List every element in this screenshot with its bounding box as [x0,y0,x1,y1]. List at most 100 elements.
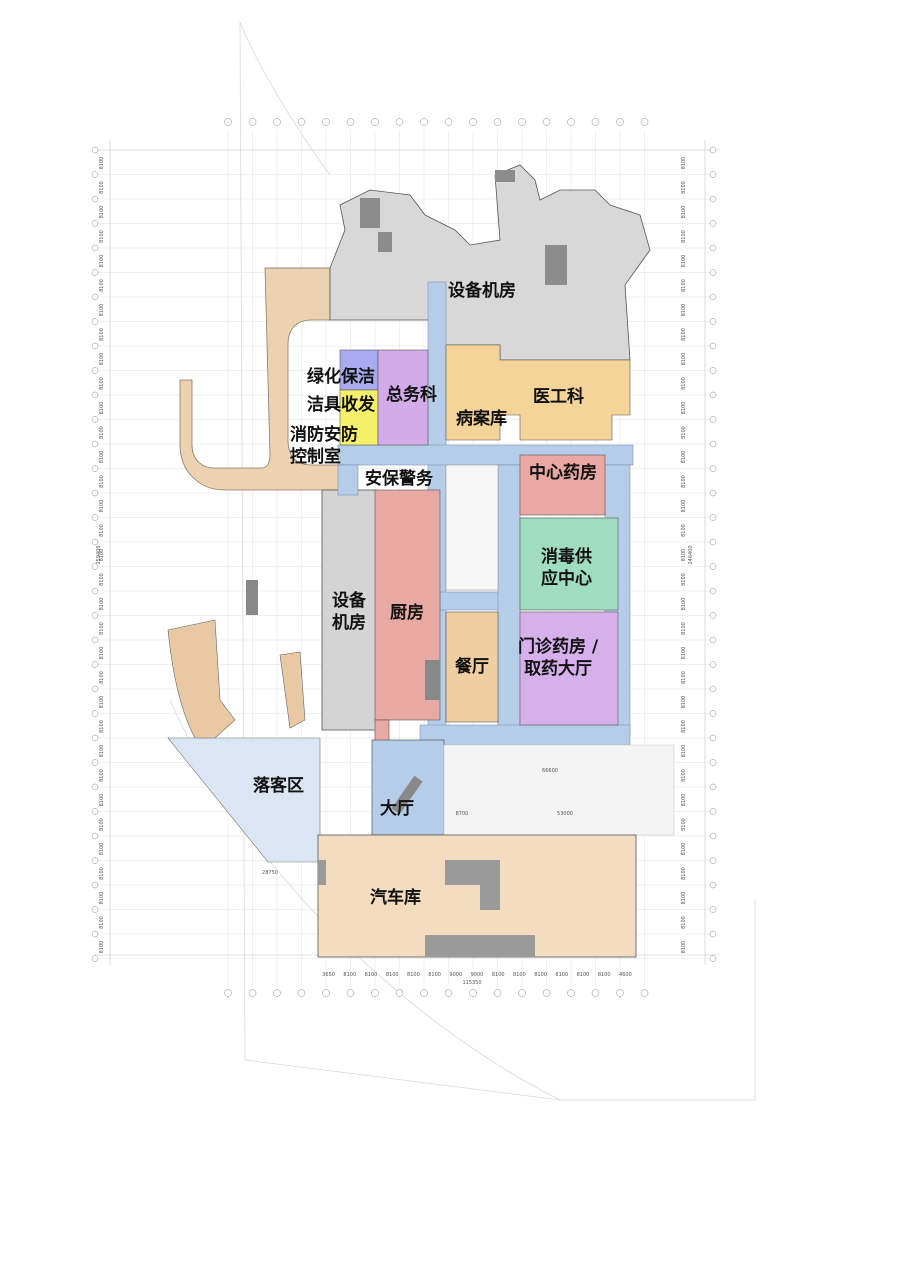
dim-bottom: 8100 [386,972,399,978]
axis-bubble [395,989,404,997]
axis-bubble [709,808,717,815]
axis-bubble [709,930,717,938]
axis-bubble [91,440,99,448]
axis-bubble [591,989,600,997]
axis-bubble [709,881,717,889]
axis-bubble [709,195,717,203]
axis-bubble [91,636,99,644]
cleaning-room [339,389,379,446]
axis-bubble [709,783,717,791]
dim-bay: 8100 [99,524,105,537]
axis-bubble [709,318,717,325]
dim-bay: 8100 [99,769,105,782]
equipment-north-block [329,164,651,361]
dim-bay: 8100 [99,402,105,415]
dim-bay: 8100 [681,353,687,366]
axis-bubble [91,342,99,350]
axis-bubble [91,955,99,962]
dim-bottom: 8100 [492,972,505,978]
atrium [445,464,499,591]
dim-bottom: 8100 [513,972,526,978]
dim-bottom: 8100 [343,972,356,978]
dim-bay: 8100 [99,181,105,194]
axis-bubble [91,538,99,546]
dim-bay: 8100 [99,867,105,880]
dim-28750: 28750 [262,870,278,876]
dim-bay: 8100 [99,696,105,709]
entrance-ramp [179,267,341,491]
axis-bubble [709,538,717,546]
axis-bubble [91,906,99,913]
axis-bubble [709,685,717,693]
dim-bay: 8100 [681,181,687,194]
dim-bay: 8100 [681,549,687,562]
axis-bubble [91,146,99,154]
general-affairs-room [377,349,429,446]
dim-bay: 8100 [681,230,687,243]
axis-bubble [91,759,99,766]
axis-bubble [248,989,257,997]
equipment-west-block [321,489,378,731]
dim-bay: 8100 [99,720,105,733]
dim-bay: 8100 [681,573,687,586]
dim-bay: 8100 [99,647,105,660]
label-equipment-west: 设备 机房 [332,591,366,633]
axis-bubble [91,612,99,619]
dim-bay: 8100 [99,892,105,905]
axis-bubble [709,612,717,619]
canopy-plaza [443,744,675,836]
axis-bubble [420,118,428,126]
outpatient-pharmacy-room [519,611,619,726]
dim-bay: 8100 [681,745,687,758]
dim-bottom: 8100 [428,972,441,978]
axis-bubble [91,367,99,374]
sterilization-room [519,517,619,611]
axis-bubble [709,269,717,276]
axis-bubble [91,808,99,815]
dim-lobby-gap: 8700 [456,811,469,817]
records-engineering-block [445,344,631,441]
axis-bubble [420,989,428,997]
dim-bay: 8100 [99,304,105,317]
axis-bubble [346,118,355,126]
axis-bubble [709,367,717,374]
axis-bubble [91,293,99,301]
axis-bubble [567,118,575,126]
axis-bubble [273,989,281,997]
axis-bubble [91,244,99,252]
axis-bubble [91,465,99,472]
axis-bubble [371,989,379,997]
dim-bay: 8100 [681,867,687,880]
dim-bay: 8100 [99,157,105,170]
dim-bay: 8100 [99,549,105,562]
dim-bay: 8100 [681,255,687,268]
axis-bubble [493,989,502,997]
dim-bay: 8100 [99,671,105,684]
axis-bubble [91,661,99,668]
dim-bottom: 9000 [471,972,484,978]
axis-bubble [709,636,717,644]
lobby-escalator [391,775,423,815]
dim-bay: 8100 [681,304,687,317]
dim-bay: 8100 [99,255,105,268]
dim-bottom: 8100 [577,972,590,978]
dim-bay: 8100 [681,941,687,954]
label-equipment-north: 设备机房 [448,281,516,301]
axis-bubble [709,220,717,227]
axis-bubble [91,220,99,227]
axis-bubble [709,955,717,962]
dim-bay: 8100 [99,794,105,807]
dim-bay: 8100 [681,818,687,831]
dining-room [445,611,499,723]
axis-bubble [91,318,99,325]
dim-total-width: 115350 [462,980,481,986]
axis-bubble [709,563,717,570]
grid-frame [95,140,720,965]
dim-bay: 8100 [681,475,687,488]
axis-bubble [91,857,99,864]
dim-bay: 8100 [681,720,687,733]
greening-room [339,349,379,391]
dim-bottom: 8100 [555,972,568,978]
dim-plaza-width: 66600 [542,768,558,774]
dim-bay: 8100 [99,328,105,341]
